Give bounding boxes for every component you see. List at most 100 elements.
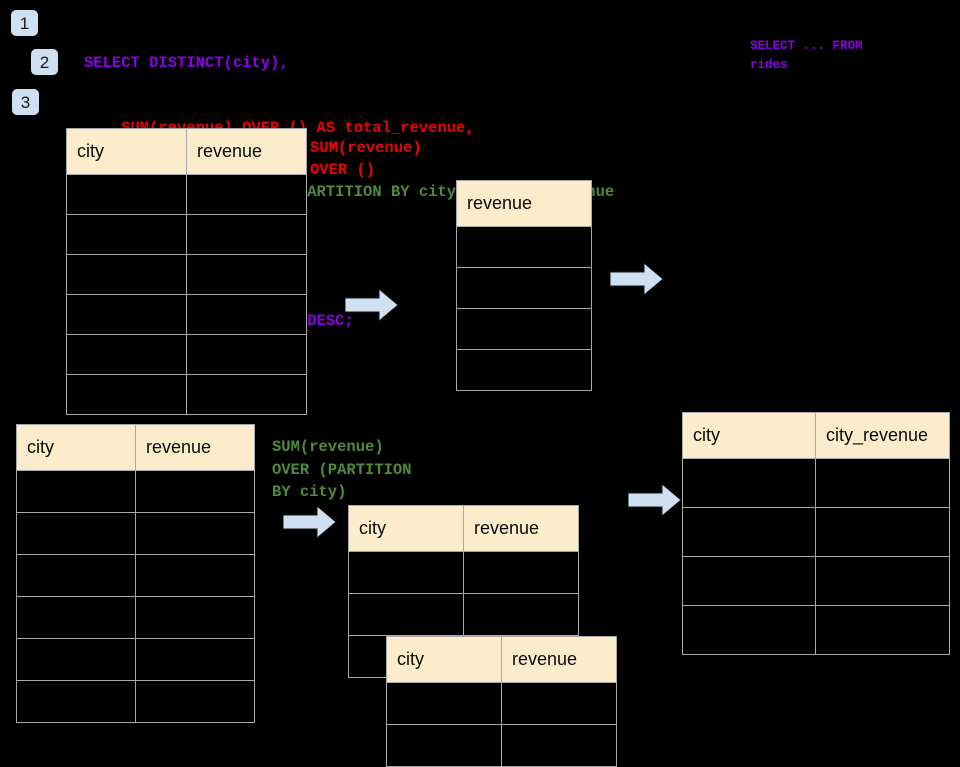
column-header-city: city bbox=[386, 636, 502, 683]
table-cell bbox=[682, 458, 816, 508]
table-cell bbox=[501, 724, 617, 767]
table-cell bbox=[456, 349, 592, 391]
table-header-row: city revenue bbox=[348, 505, 579, 552]
column-header-city: city bbox=[682, 412, 816, 459]
table-row bbox=[682, 605, 950, 655]
table-cell bbox=[682, 507, 816, 557]
table-cell bbox=[16, 470, 136, 513]
table-cell bbox=[463, 551, 579, 594]
table-cell bbox=[456, 267, 592, 309]
rides-source-table-bottom: city revenue bbox=[16, 424, 255, 723]
arrow-right-icon bbox=[610, 262, 664, 296]
step-badge-2: 2 bbox=[31, 49, 58, 75]
partition-group-table-back: city revenue bbox=[348, 505, 579, 678]
partition-group-table-front: city revenue bbox=[386, 636, 617, 767]
column-header-revenue: revenue bbox=[456, 180, 592, 227]
table-row bbox=[456, 267, 592, 309]
table-cell bbox=[463, 593, 579, 636]
table-cell bbox=[186, 334, 307, 375]
table-cell bbox=[456, 226, 592, 268]
table-cell bbox=[135, 554, 255, 597]
step-badge-3-label: 3 bbox=[20, 92, 31, 112]
table-header-row: city city_revenue bbox=[682, 412, 950, 459]
column-header-revenue: revenue bbox=[501, 636, 617, 683]
table-row bbox=[386, 724, 617, 767]
table-row bbox=[682, 556, 950, 606]
total-revenue-table: revenue bbox=[456, 180, 592, 391]
table-header-row: city revenue bbox=[16, 424, 255, 471]
step-badge-1-label: 1 bbox=[19, 13, 30, 33]
table-cell bbox=[682, 556, 816, 606]
table-row bbox=[682, 458, 950, 508]
table-cell bbox=[348, 551, 464, 594]
table-cell bbox=[135, 596, 255, 639]
table-row bbox=[456, 349, 592, 391]
step-badge-3: 3 bbox=[12, 89, 39, 115]
table-cell bbox=[815, 458, 950, 508]
table-cell bbox=[16, 680, 136, 723]
table-row bbox=[16, 596, 255, 639]
table-row bbox=[456, 226, 592, 268]
table-row bbox=[16, 554, 255, 597]
arrow-right-icon bbox=[283, 505, 337, 539]
table-row bbox=[66, 294, 307, 335]
table-cell bbox=[66, 174, 187, 215]
table-row bbox=[16, 680, 255, 723]
table-cell bbox=[186, 254, 307, 295]
column-header-city-revenue: city_revenue bbox=[815, 412, 950, 459]
table-cell bbox=[66, 374, 187, 415]
table-cell bbox=[186, 214, 307, 255]
table-row bbox=[66, 174, 307, 215]
table-cell bbox=[501, 682, 617, 725]
step-badge-2-label: 2 bbox=[39, 52, 50, 72]
table-cell bbox=[16, 554, 136, 597]
table-cell bbox=[682, 605, 816, 655]
table-cell bbox=[66, 214, 187, 255]
arrow-right-icon bbox=[628, 483, 682, 517]
column-header-revenue: revenue bbox=[186, 128, 307, 175]
table-cell bbox=[66, 254, 187, 295]
table-cell bbox=[456, 308, 592, 350]
table-row bbox=[66, 374, 307, 415]
table-row bbox=[348, 593, 579, 636]
table-cell bbox=[386, 724, 502, 767]
table-cell bbox=[66, 334, 187, 375]
table-cell bbox=[186, 174, 307, 215]
sql-line-select: SELECT DISTINCT(city), bbox=[84, 54, 289, 72]
table-cell bbox=[135, 638, 255, 681]
table-cell bbox=[135, 680, 255, 723]
table-cell bbox=[135, 512, 255, 555]
note-sum-revenue-over-empty: SUM(revenue) OVER () bbox=[310, 139, 422, 179]
note-sum-revenue-over-partition: SUM(revenue) OVER (PARTITION BY city) bbox=[272, 438, 412, 501]
table-header-row: city revenue bbox=[386, 636, 617, 683]
column-header-revenue: revenue bbox=[463, 505, 579, 552]
column-header-city: city bbox=[348, 505, 464, 552]
table-cell bbox=[815, 605, 950, 655]
column-header-revenue: revenue bbox=[135, 424, 255, 471]
table-cell bbox=[386, 682, 502, 725]
city-revenue-result-table: city city_revenue bbox=[682, 412, 950, 655]
table-cell bbox=[16, 638, 136, 681]
step-badge-1: 1 bbox=[11, 10, 38, 36]
table-row bbox=[348, 551, 579, 594]
table-row bbox=[66, 214, 307, 255]
table-row bbox=[16, 638, 255, 681]
table-cell bbox=[348, 593, 464, 636]
column-header-city: city bbox=[16, 424, 136, 471]
table-row bbox=[66, 254, 307, 295]
rides-source-table-top: city revenue bbox=[66, 128, 307, 415]
table-row bbox=[386, 682, 617, 725]
table-cell bbox=[16, 596, 136, 639]
table-cell bbox=[186, 374, 307, 415]
table-header-row: city revenue bbox=[66, 128, 307, 175]
table-cell bbox=[135, 470, 255, 513]
table-header-row: revenue bbox=[456, 180, 592, 227]
table-row bbox=[682, 507, 950, 557]
table-row bbox=[16, 512, 255, 555]
table-cell bbox=[186, 294, 307, 335]
table-row bbox=[456, 308, 592, 350]
note-select-from-rides: SELECT ... FROM rides bbox=[750, 39, 863, 72]
table-cell bbox=[16, 512, 136, 555]
arrow-right-icon bbox=[345, 288, 399, 322]
column-header-city: city bbox=[66, 128, 187, 175]
